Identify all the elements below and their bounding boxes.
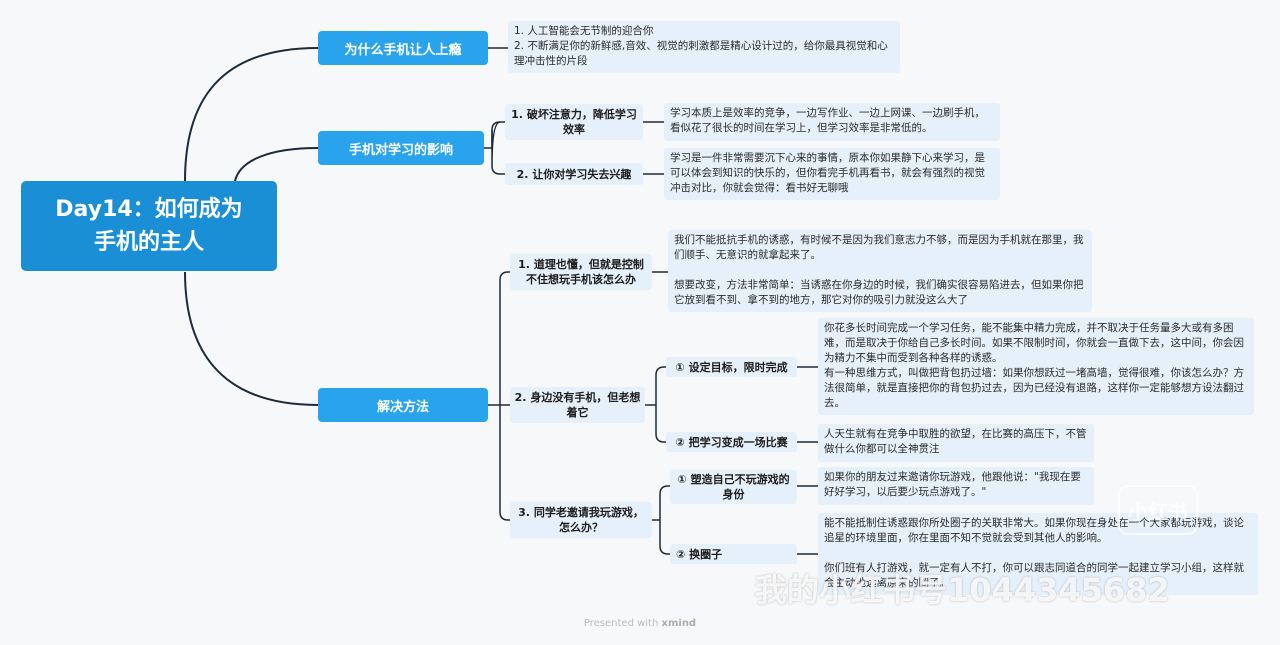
note-set-goal: 你花多长时间完成一个学习任务，能不能集中精力完成，并不取决于任务量多大或有多困难… <box>818 318 1254 415</box>
branch-impact-on-study-label: 手机对学习的影响 <box>348 142 453 158</box>
connector-root-branch1 <box>184 47 319 182</box>
footer-prefix: Presented with <box>583 618 659 629</box>
note-change-circle: 能不能抵制住诱惑跟你所处圈子的关联非常大。如果你现在身处在一个大家都玩游戏，谈论… <box>818 513 1258 595</box>
sub-cant-control[interactable]: 1. 道理也懂，但就是控制不住想玩手机该怎么办 <box>510 254 652 290</box>
connector-branch3-subs <box>488 271 510 521</box>
sub-game-invite-label: 3. 同学老邀请我玩游戏，怎么办？ <box>518 506 644 534</box>
connector-b3s2-items <box>645 366 666 443</box>
note-cant-control: 我们不能抵抗手机的诱惑，有时候不是因为我们意志力不够，而是因为手机就在那里，我们… <box>668 230 1092 312</box>
sub-destroy-attention[interactable]: 1. 破坏注意力，降低学习效率 <box>505 104 643 140</box>
branch-why-addictive[interactable]: 为什么手机让人上瘾 <box>318 31 488 65</box>
branch-impact-on-study[interactable]: 手机对学习的影响 <box>318 131 484 165</box>
note-destroy-attention: 学习本质上是效率的竞争，一边写作业、一边上网课、一边刷手机，看似花了很长的时间在… <box>664 103 1000 141</box>
item-change-circle-label: ② 换圈子 <box>676 547 723 561</box>
branch-solutions[interactable]: 解决方法 <box>318 388 488 422</box>
xmind-brand: xmind <box>661 618 697 629</box>
root-title-line2: 手机的主人 <box>93 230 204 255</box>
root-title-line1: Day14：如何成为 <box>55 197 243 222</box>
presented-with-footer: Presented with xmind <box>0 618 1280 629</box>
item-non-gamer-identity-label: ① 塑造自己不玩游戏的身份 <box>677 473 790 501</box>
sub-cant-control-label: 1. 道理也懂，但就是控制不住想玩手机该怎么办 <box>518 258 644 286</box>
sub-destroy-attention-label: 1. 破坏注意力，降低学习效率 <box>511 108 637 136</box>
note-why-addictive: 1. 人工智能会无节制的迎合你 2. 不断满足你的新鲜感,音效、视觉的刺激都是精… <box>508 21 900 73</box>
sub-lose-interest-label: 2. 让你对学习失去兴趣 <box>516 167 632 181</box>
item-set-goal[interactable]: ① 设定目标，限时完成 <box>666 357 797 377</box>
item-make-competition-label: ② 把学习变成一场比赛 <box>675 435 788 449</box>
connector-branch2-subs <box>484 121 505 175</box>
connector-b3s3-items <box>652 485 670 555</box>
sub-lose-interest[interactable]: 2. 让你对学习失去兴趣 <box>505 163 643 185</box>
connector-root-branch3 <box>184 271 319 406</box>
item-non-gamer-identity[interactable]: ① 塑造自己不玩游戏的身份 <box>670 470 797 504</box>
note-non-gamer-identity: 如果你的朋友过来邀请你玩游戏，他跟他说："我现在要好好学习，以后要少玩点游戏了。… <box>818 467 1094 505</box>
note-lose-interest: 学习是一件非常需要沉下心来的事情，原本你如果静下心来学习，是可以体会到知识的快乐… <box>664 148 1000 200</box>
branch-solutions-label: 解决方法 <box>376 399 429 415</box>
sub-think-about-phone[interactable]: 2. 身边没有手机，但老想着它 <box>510 387 645 423</box>
sub-think-about-phone-label: 2. 身边没有手机，但老想着它 <box>514 391 641 419</box>
item-set-goal-label: ① 设定目标，限时完成 <box>675 360 788 374</box>
branch-why-addictive-label: 为什么手机让人上瘾 <box>344 42 462 58</box>
sub-game-invite[interactable]: 3. 同学老邀请我玩游戏，怎么办？ <box>510 502 652 538</box>
root-topic[interactable]: Day14：如何成为 手机的主人 <box>21 181 277 271</box>
connector-root-branch2 <box>234 147 319 182</box>
xiaohongshu-id-watermark: 我的小红书号1044345682 <box>755 571 1170 609</box>
xiaohongshu-logo-watermark: 小红书 <box>1118 485 1198 535</box>
item-change-circle[interactable]: ② 换圈子 <box>670 544 797 564</box>
note-make-competition: 人天生就有在竞争中取胜的欲望，在比赛的高压下，不管做什么你都可以全神贯注 <box>818 424 1094 462</box>
item-make-competition[interactable]: ② 把学习变成一场比赛 <box>666 432 797 452</box>
